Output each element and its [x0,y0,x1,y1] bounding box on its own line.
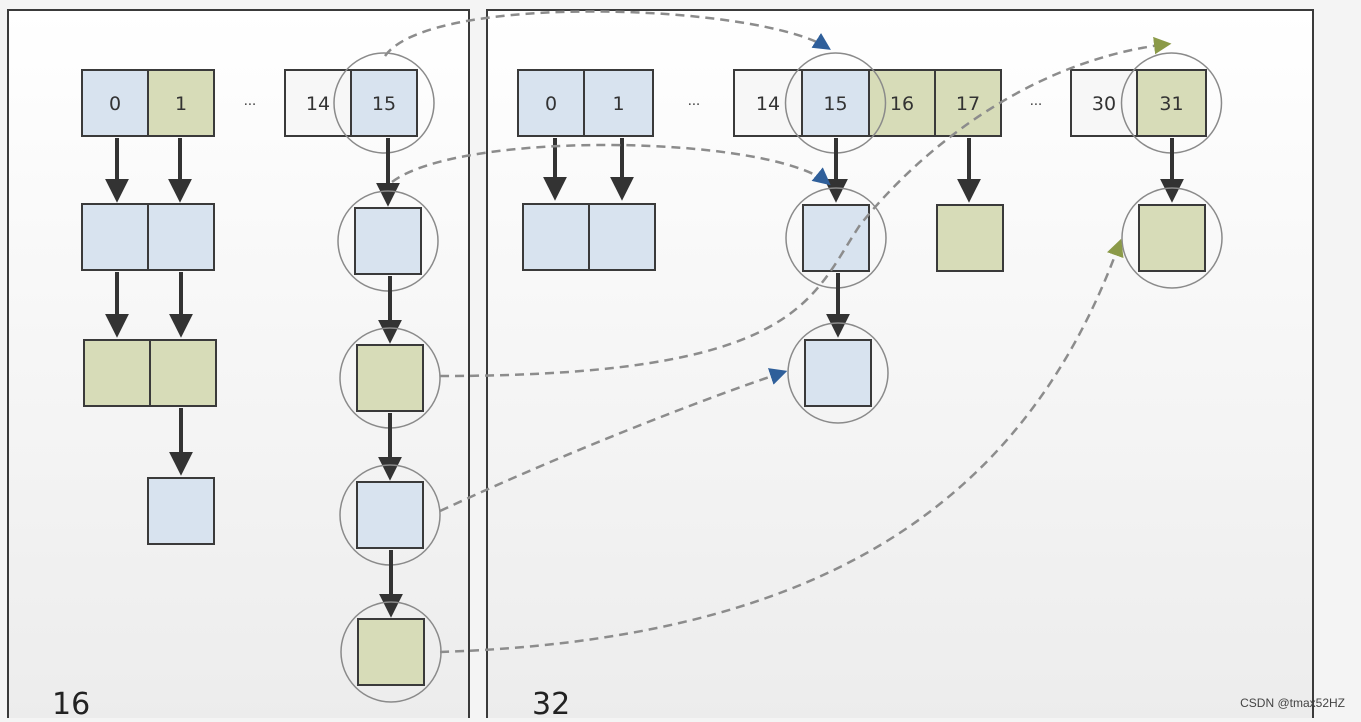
old-bucket-chains [81,138,217,545]
bucket-index-label: ... [688,94,700,109]
node [354,207,422,275]
node [356,344,424,412]
bucket-index-label: 0 [545,93,557,115]
bucket-index-label: 15 [372,93,396,115]
node [81,203,149,271]
old-capacity-label: 16 [52,687,91,722]
bucket-index-label: ... [1030,94,1042,109]
node [1138,204,1206,272]
bucket-index-label: ... [244,94,256,109]
bucket-cell: 0 [81,69,149,137]
bucket-cell: 15 [801,69,870,137]
node [588,203,656,271]
bucket-cell: 15 [350,69,418,137]
new-capacity-label: 32 [532,687,571,722]
highlight-circle [787,322,889,424]
node [147,477,215,545]
node [804,339,872,407]
bucket-index-label: 30 [1092,93,1116,115]
bucket-cell: 31 [1136,69,1207,137]
bucket-cell-box [350,69,418,137]
highlight-circle [333,52,435,154]
dashed-arrow-blue [383,10,831,57]
bucket-index-label: 16 [890,93,914,115]
dashed-arrow-green [439,36,1172,378]
node [522,203,590,271]
old-table-array: 0 1... 14 15 [81,52,435,154]
old-bucket-15-chain [337,138,442,703]
bucket-cell: 1 [583,69,654,137]
node [149,339,217,407]
ellipsis: ... [1030,94,1042,109]
node [356,481,424,549]
bucket-index-label: 14 [756,93,780,115]
dashed-arrow-green [439,238,1124,654]
node [802,204,870,272]
bucket-index-label: 14 [306,93,330,115]
watermark: CSDN @tmax52HZ [1240,696,1345,710]
bucket-cell: 16 [868,69,936,137]
bucket-index-label: 15 [823,93,847,115]
bucket-cell-box [517,69,585,137]
bucket-cell-box [1136,69,1207,137]
highlight-circle [1121,187,1223,289]
dashed-arrow-blue [391,143,831,186]
bucket-cell: 17 [934,69,1002,137]
node [83,339,151,407]
bucket-index-label: 31 [1159,93,1183,115]
ellipsis: ... [244,94,256,109]
bucket-index-label: 17 [956,93,980,115]
bucket-cell: 1 [147,69,215,137]
node [357,618,425,686]
bucket-cell-box [284,69,352,137]
new-table-array: 0 1... 14 15 16 17... 30 31 [517,52,1223,154]
bucket-cell: 0 [517,69,585,137]
bucket-index-label: 0 [109,93,121,115]
bucket-index-label: 1 [175,93,187,115]
bucket-cell-box [81,69,149,137]
new-bucket-chains [522,138,1223,424]
relocation-arrows [383,10,1172,654]
bucket-cell-box [147,69,215,137]
dashed-arrow-blue [439,368,788,513]
node [147,203,215,271]
bucket-cell-box [583,69,654,137]
bucket-cell: 14 [284,69,352,137]
node [936,204,1004,272]
ellipsis: ... [688,94,700,109]
bucket-index-label: 1 [612,93,624,115]
